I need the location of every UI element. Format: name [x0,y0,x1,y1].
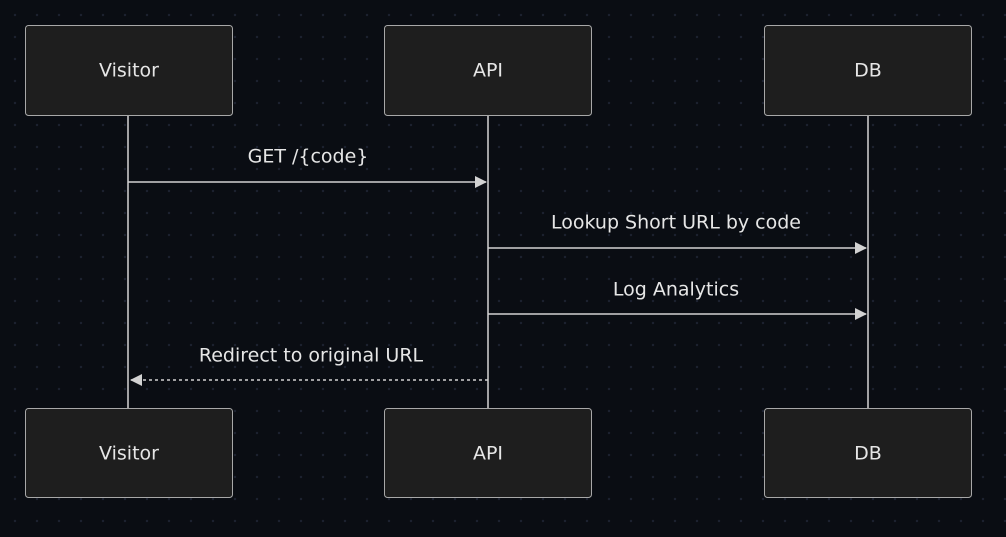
participant-box [764,25,972,116]
participant-label: Visitor [99,60,159,82]
participant-box [25,25,233,116]
participant-label: DB [854,60,882,82]
participant-api-bottom[interactable]: API [384,408,592,498]
message-log-analytics[interactable]: Log Analytics [488,279,867,320]
message-get-code[interactable]: GET /{code} [128,146,487,188]
participant-label: DB [854,443,882,465]
participant-label: API [473,60,503,82]
participant-box [384,408,592,498]
message-label: Log Analytics [613,279,739,301]
participant-visitor-top[interactable]: Visitor [25,25,233,116]
message-lookup-short-url[interactable]: Lookup Short URL by code [488,212,867,254]
participant-box [384,25,592,116]
participant-label: Visitor [99,443,159,465]
participant-box [25,408,233,498]
participant-db-bottom[interactable]: DB [764,408,972,498]
participant-box [764,408,972,498]
message-label: Redirect to original URL [199,345,424,367]
participant-visitor-bottom[interactable]: Visitor [25,408,233,498]
message-label: GET /{code} [248,146,369,168]
participant-db-top[interactable]: DB [764,25,972,116]
lifelines [127,116,869,408]
participant-label: API [473,443,503,465]
message-redirect[interactable]: Redirect to original URL [130,345,488,386]
participant-api-top[interactable]: API [384,25,592,116]
message-label: Lookup Short URL by code [551,212,801,234]
